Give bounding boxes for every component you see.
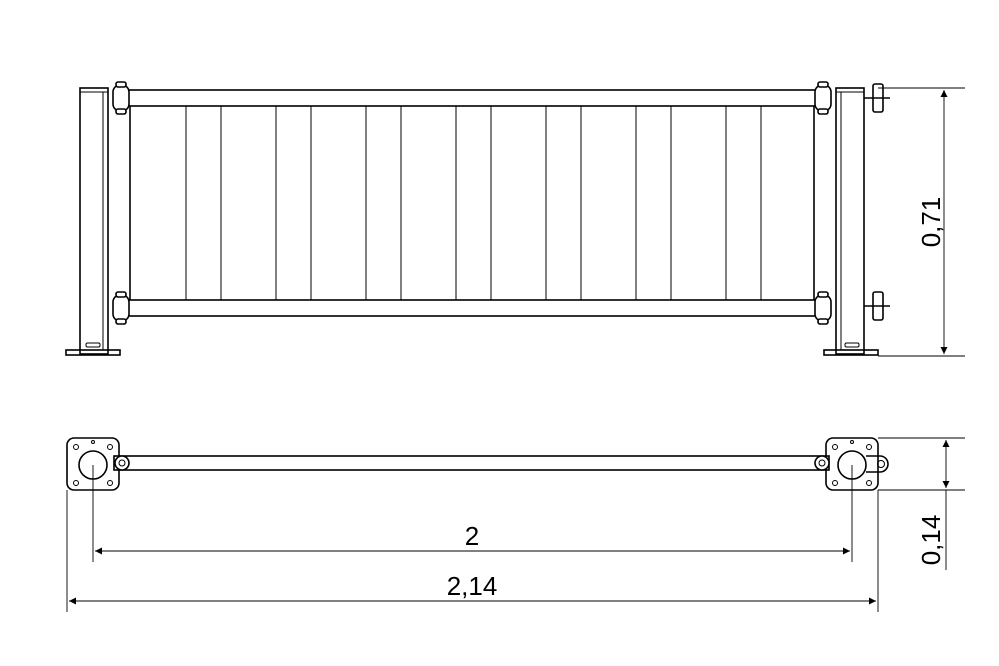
clamp-1 [112, 81, 130, 115]
dimension-post-spacing: 2 [92, 465, 853, 562]
clamp-4 [814, 291, 832, 325]
right-bolts [864, 83, 890, 321]
fence-panel [123, 89, 822, 317]
top-view [66, 437, 889, 491]
clamp-2 [112, 291, 130, 325]
bottom-rail [123, 299, 822, 317]
overall-length-label: 2,14 [447, 571, 498, 601]
post-spacing-label: 2 [465, 521, 479, 551]
right-base-plate [814, 437, 889, 491]
height-label: 0,71 [916, 197, 946, 248]
front-view [65, 81, 890, 356]
dimension-depth: 0,14 [878, 437, 965, 570]
left-post [65, 87, 121, 356]
right-post [823, 87, 879, 356]
rail-clamps [112, 81, 832, 325]
depth-label: 0,14 [916, 515, 946, 566]
top-view-rail [113, 455, 830, 471]
left-base-plate [66, 437, 130, 491]
dimension-height: 0,71 [878, 87, 965, 357]
clamp-3 [814, 81, 832, 115]
top-rail [123, 89, 822, 107]
pickets [185, 106, 762, 300]
dimension-overall-length: 2,14 [66, 490, 879, 612]
